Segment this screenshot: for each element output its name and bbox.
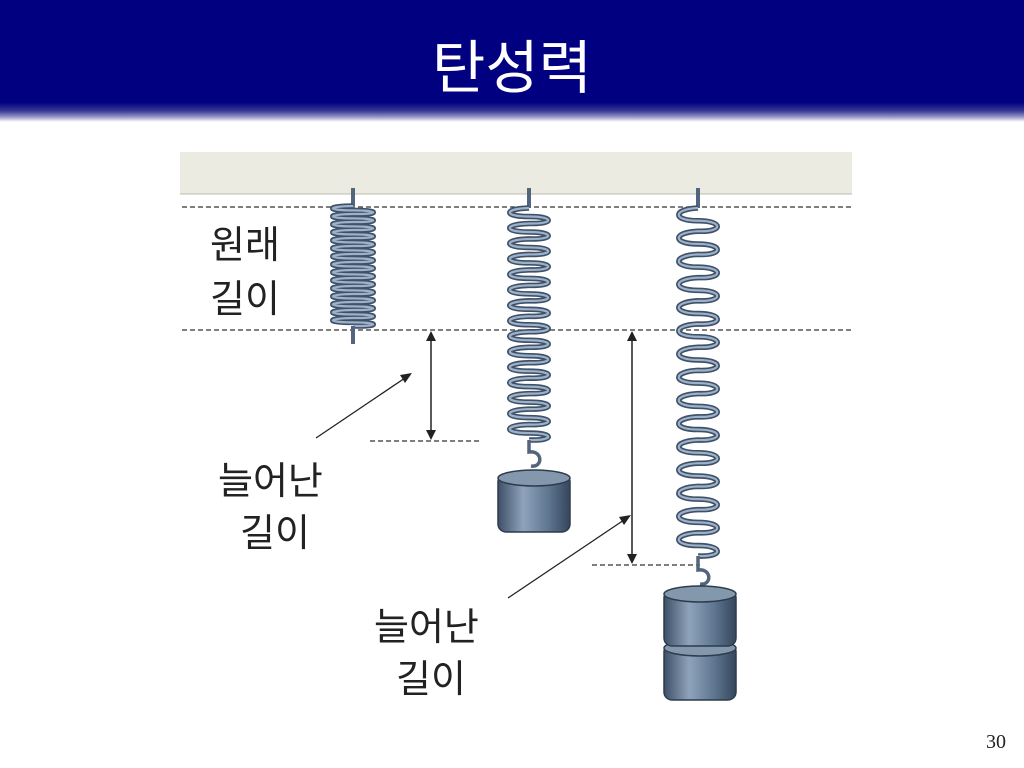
pointer-arrow-two <box>507 515 631 599</box>
extension-arrow-two <box>627 331 637 564</box>
page-number: 30 <box>986 731 1006 753</box>
original-length-label: 원래 길이 <box>210 223 292 321</box>
weight-single <box>497 469 571 533</box>
weight-double <box>663 585 737 701</box>
slide-title: 탄성력 <box>431 34 593 102</box>
stretch-label-two: 늘어난 길이 <box>374 605 491 701</box>
title-bar: 탄성력 <box>0 0 1024 122</box>
spring-one-weight <box>507 188 551 468</box>
spring-two-weights <box>676 188 720 586</box>
spring-unloaded <box>330 188 376 344</box>
pointer-arrow-one <box>315 373 412 439</box>
stretch-label-one: 늘어난 길이 <box>218 459 335 555</box>
extension-arrow-one <box>426 331 436 440</box>
ceiling <box>180 152 852 194</box>
